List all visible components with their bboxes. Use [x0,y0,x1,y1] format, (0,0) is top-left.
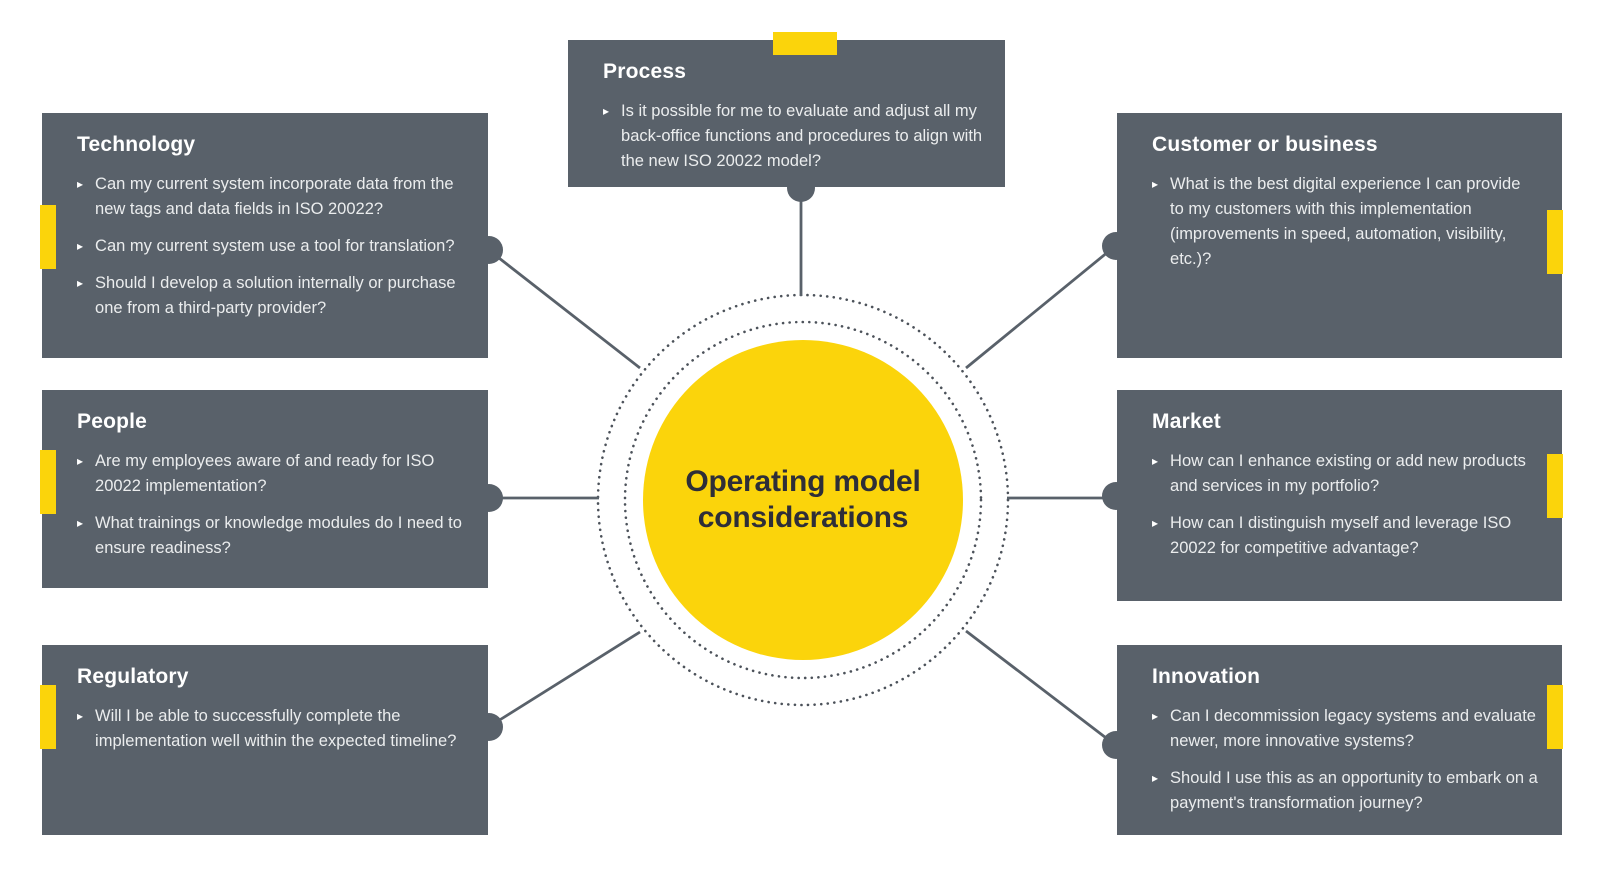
node-title: Technology [77,133,196,156]
node-title: Customer or business [1152,133,1378,156]
bullet-text: What trainings or knowledge modules do I… [95,514,462,557]
node-regulatory: Regulatory ▸ Will I be able to successfu… [40,645,488,835]
node-customer-or-business: Customer or business ▸ What is the best … [1117,113,1563,358]
node-title: People [77,410,148,433]
bullet-text: Can my current system use a tool for tra… [95,237,455,255]
node-technology: Technology ▸ Can my current system incor… [40,113,488,358]
bullet-item: ▸ Should I develop a solution internally… [77,271,464,321]
bullet-item: ▸ What is the best digital experience I … [1152,172,1538,272]
node-people: People ▸ Are my employees aware of and r… [40,390,488,588]
node-market: Market ▸ How can I enhance existing or a… [1117,390,1563,601]
bullet-triangle-icon: ▸ [1152,516,1159,530]
bullet-triangle-icon: ▸ [77,276,84,290]
bullet-triangle-icon: ▸ [77,454,84,468]
bullet-list: ▸ Can my current system incorporate data… [77,172,464,321]
bullet-item: ▸ Is it possible for me to evaluate and … [603,99,991,174]
accent-tab [773,32,837,55]
bullet-text: Should I develop a solution internally o… [95,274,456,317]
accent-tab [1547,685,1563,749]
accent-tab [1547,210,1563,274]
connector-line-regulatory [489,630,641,728]
bullet-text: Should I use this as an opportunity to e… [1170,769,1538,812]
bullet-item: ▸ Will I be able to successfully complet… [77,704,464,754]
bullet-list: ▸ Can I decommission legacy systems and … [1152,704,1538,816]
node-title: Regulatory [77,665,189,688]
connector-line-customer [965,245,1115,370]
bullet-text: Are my employees aware of and ready for … [95,452,435,495]
bullet-triangle-icon: ▸ [603,104,610,118]
node-title: Innovation [1152,665,1261,688]
bullet-list: ▸ What is the best digital experience I … [1152,172,1538,272]
bullet-triangle-icon: ▸ [77,516,84,530]
accent-tab [40,685,56,749]
bullet-item: ▸ What trainings or knowledge modules do… [77,511,464,561]
bullet-triangle-icon: ▸ [77,239,84,253]
bullet-item: ▸ Can my current system incorporate data… [77,172,464,222]
dotted-ring-inner [623,320,983,680]
bullet-item: ▸ Are my employees aware of and ready fo… [77,449,464,499]
bullet-list: ▸ Is it possible for me to evaluate and … [603,99,991,174]
bullet-triangle-icon: ▸ [77,177,84,191]
bullet-triangle-icon: ▸ [1152,709,1159,723]
bullet-list: ▸ How can I enhance existing or add new … [1152,449,1538,561]
bullet-triangle-icon: ▸ [77,709,84,723]
accent-tab [40,205,56,269]
bullet-text: What is the best digital experience I ca… [1170,175,1521,268]
bullet-item: ▸ How can I enhance existing or add new … [1152,449,1538,499]
bullet-item: ▸ Can I decommission legacy systems and … [1152,704,1538,754]
bullet-item: ▸ How can I distinguish myself and lever… [1152,511,1538,561]
center-title: Operating model considerations [685,465,921,534]
connector-line-innovation [965,629,1115,746]
node-innovation: Innovation ▸ Can I decommission legacy s… [1117,645,1563,835]
bullet-triangle-icon: ▸ [1152,771,1159,785]
bullet-list: ▸ Are my employees aware of and ready fo… [77,449,464,561]
node-title: Market [1152,410,1221,433]
bullet-text: Can I decommission legacy systems and ev… [1170,707,1536,750]
bullet-triangle-icon: ▸ [1152,454,1159,468]
bullet-text: How can I enhance existing or add new pr… [1170,452,1526,495]
bullet-triangle-icon: ▸ [1152,177,1159,191]
bullet-item: ▸ Can my current system use a tool for t… [77,234,464,259]
dotted-ring-outer [596,293,1010,707]
bullet-text: How can I distinguish myself and leverag… [1170,514,1512,557]
node-process: Process ▸ Is it possible for me to evalu… [568,32,1005,187]
bullet-list: ▸ Will I be able to successfully complet… [77,704,464,754]
bullet-text: Is it possible for me to evaluate and ad… [621,102,983,170]
bullet-item: ▸ Should I use this as an opportunity to… [1152,766,1538,816]
connector-line-technology [489,249,641,370]
accent-tab [1547,454,1563,518]
center-hub: Operating model considerations [643,340,963,660]
accent-tab [40,450,56,514]
node-title: Process [603,60,687,83]
bullet-text: Will I be able to successfully complete … [95,707,457,750]
bullet-text: Can my current system incorporate data f… [95,175,454,218]
